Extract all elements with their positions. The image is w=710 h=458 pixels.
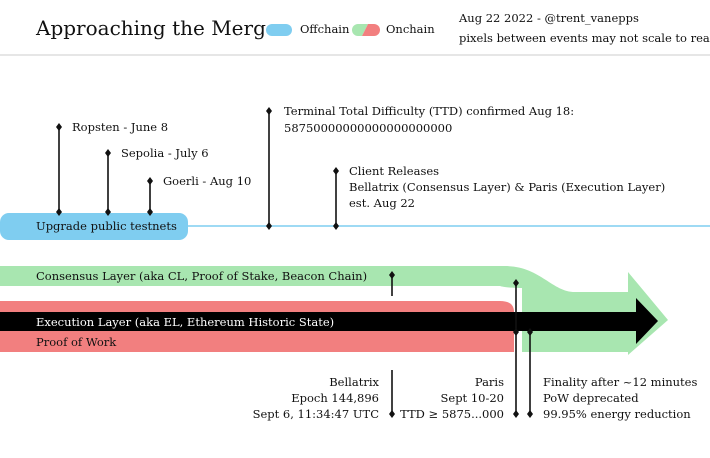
client-releases-names: Bellatrix (Consensus Layer) & Paris (Exe…	[349, 180, 666, 194]
paris-ttd: TTD ≥ 5875...000	[400, 407, 504, 421]
ropsten-diamond-top	[56, 123, 62, 131]
goerli-label: Goerli - Aug 10	[163, 174, 252, 188]
header-meta-author: Aug 22 2022 - @trent_vanepps	[459, 11, 639, 25]
client-release-diamond-top	[333, 167, 339, 175]
offchain-legend-swatch	[266, 24, 292, 36]
bellatrix-diamond-bottom	[389, 410, 395, 418]
finality-diamond-bottom	[527, 410, 533, 418]
bellatrix-time: Sept 6, 11:34:47 UTC	[252, 407, 379, 421]
client-releases-title: Client Releases	[349, 164, 440, 178]
offchain-legend-label: Offchain	[300, 22, 350, 36]
pow-deprecated: PoW deprecated	[543, 391, 639, 405]
energy-reduction: 99.95% energy reduction	[543, 407, 691, 421]
consensus-layer-label: Consensus Layer (aka CL, Proof of Stake,…	[36, 269, 368, 283]
ttd-value: 58750000000000000000000	[284, 121, 453, 135]
proof-of-work-label: Proof of Work	[36, 335, 117, 349]
client-release-diamond-bottom	[333, 222, 339, 230]
execution-layer-label: Execution Layer (aka EL, Ethereum Histor…	[36, 315, 335, 329]
consensus-layer-bar	[0, 266, 668, 355]
onchain-legend-swatch	[352, 24, 380, 36]
ttd-label: Terminal Total Difficulty (TTD) confirme…	[284, 104, 575, 118]
ttd-diamond-top	[266, 107, 272, 115]
bellatrix-name: Bellatrix	[329, 375, 379, 389]
goerli-diamond-bottom	[147, 208, 153, 216]
header-meta-note: pixels between events may not scale to r…	[459, 31, 710, 45]
execution-layer-arrow	[0, 298, 658, 344]
client-releases-date: est. Aug 22	[349, 196, 416, 210]
sepolia-diamond-bottom	[105, 208, 111, 216]
paris-name: Paris	[474, 375, 504, 389]
testnet-bar	[0, 213, 188, 240]
goerli-diamond-top	[147, 177, 153, 185]
paris-diamond-bottom	[513, 410, 519, 418]
finality-time: Finality after ~12 minutes	[543, 375, 698, 389]
sepolia-label: Sepolia - July 6	[121, 146, 209, 160]
ropsten-diamond-bottom	[56, 208, 62, 216]
testnet-bar-label: Upgrade public testnets	[36, 219, 177, 233]
ropsten-label: Ropsten - June 8	[72, 120, 169, 134]
finality-diamond-top	[527, 328, 533, 336]
paris-diamond-mid	[513, 328, 519, 336]
paris-dates: Sept 10-20	[440, 391, 504, 405]
bellatrix-epoch: Epoch 144,896	[291, 391, 379, 405]
sepolia-diamond-top	[105, 149, 111, 157]
page-title: Approaching the Merge	[36, 16, 278, 40]
onchain-legend-label: Onchain	[386, 22, 435, 36]
ttd-diamond-bottom	[266, 222, 272, 230]
